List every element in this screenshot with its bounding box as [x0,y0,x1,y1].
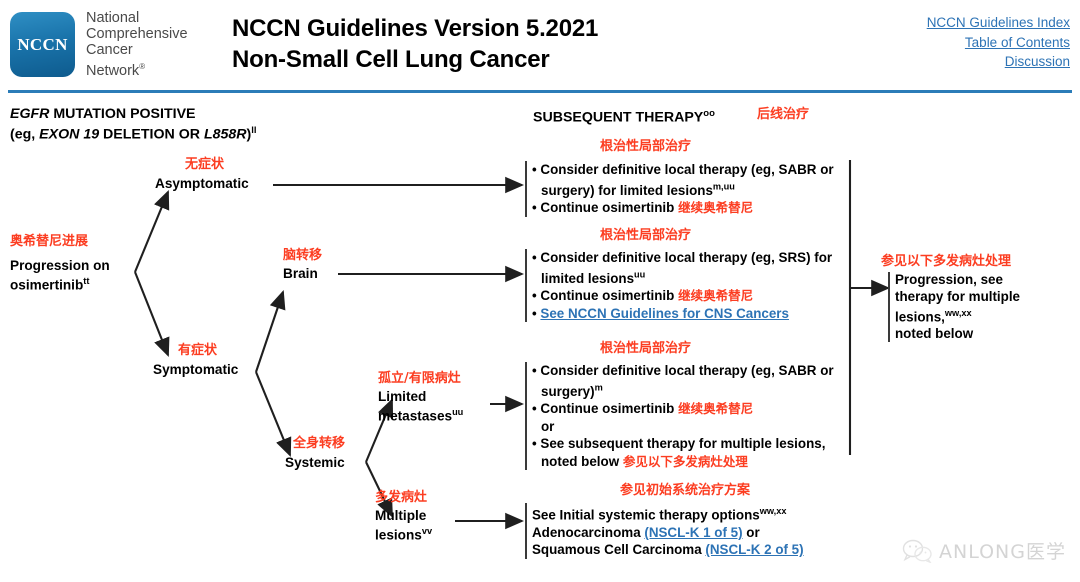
multiple-lesions-label-cn: 多发病灶 [375,490,428,505]
node-systemic: Systemic [285,455,345,470]
left-column-heading: EGFR MUTATION POSITIVE(eg, EXON 19 DELET… [10,106,257,143]
box4-line-3[interactable]: Squamous Cell Carcinoma (NSCL-K 2 of 5) [532,542,804,558]
brain-label-cn: 脑转移 [283,248,323,263]
therapy-box-brain: • Consider definitive local therapy (eg,… [525,249,844,323]
therapy-box-multiple-lesions: See Initial systemic therapy optionsww,x… [525,503,862,559]
header-links: NCCN Guidelines Index Table of Contents … [927,13,1070,72]
box2-cn-title: 根治性局部治疗 [600,228,692,243]
title-line-1: NCCN Guidelines Version 5.2021 [232,15,599,42]
box4-line-1: See Initial systemic therapy optionsww,x… [532,506,787,523]
box2-item-3-link[interactable]: • See NCCN Guidelines for CNS Cancers [532,305,789,321]
right-column-heading-cn: 后线治疗 [757,107,810,122]
box3-item-1: • Consider definitive local therapy (eg,… [532,363,834,399]
wechat-icon [902,539,932,563]
box4-line-2[interactable]: Adenocarcinoma (NSCL-K 1 of 5) or [532,524,760,540]
therapy-box-asymptomatic: • Consider definitive local therapy (eg,… [525,161,842,217]
symptomatic-label-cn: 有症状 [178,343,218,358]
right-box-cn-title: 参见以下多发病灶处理 [881,254,1012,269]
node-symptomatic: Symptomatic [153,362,239,377]
box3-cn-title: 根治性局部治疗 [600,341,692,356]
link-table-of-contents[interactable]: Table of Contents [964,34,1070,50]
therapy-box-limited-metastases: • Consider definitive local therapy (eg,… [525,362,850,471]
node-asymptomatic: Asymptomatic [155,176,249,191]
page-title: NCCN Guidelines Version 5.2021 Non-Small… [232,13,598,75]
box1-item-1: • Consider definitive local therapy (eg,… [532,162,834,198]
nccn-logo-text: NCCN [17,34,68,54]
watermark-text: ANLONG医学 [938,541,1066,563]
title-line-2: Non-Small Cell Lung Cancer [232,46,550,73]
box3-item-3: • See subsequent therapy for multiple le… [532,436,826,469]
box2-item-1: • Consider definitive local therapy (eg,… [532,250,833,286]
asymptomatic-label-cn: 无症状 [185,157,225,172]
link-discussion[interactable]: Discussion [1004,54,1070,69]
box1-item-2: • Continue osimertinib 继续奥希替尼 [532,200,754,216]
limited-metastases-label-cn: 孤立/有限病灶 [378,371,461,386]
box2-item-2: • Continue osimertinib 继续奥希替尼 [532,288,754,304]
box4-cn-title: 参见初始系统治疗方案 [620,483,751,498]
header-divider [8,90,1072,93]
systemic-label-cn: 全身转移 [293,436,346,451]
progression-label-cn: 奥希替尼进展 [10,234,89,249]
link-nccn-guidelines-index[interactable]: NCCN Guidelines Index [926,15,1070,30]
right-column-heading: SUBSEQUENT THERAPYoo [533,108,715,126]
nccn-logo: NCCN [10,12,75,77]
watermark: ANLONG医学 [902,537,1066,564]
box1-cn-title: 根治性局部治疗 [600,139,692,154]
node-brain: Brain [283,266,318,281]
